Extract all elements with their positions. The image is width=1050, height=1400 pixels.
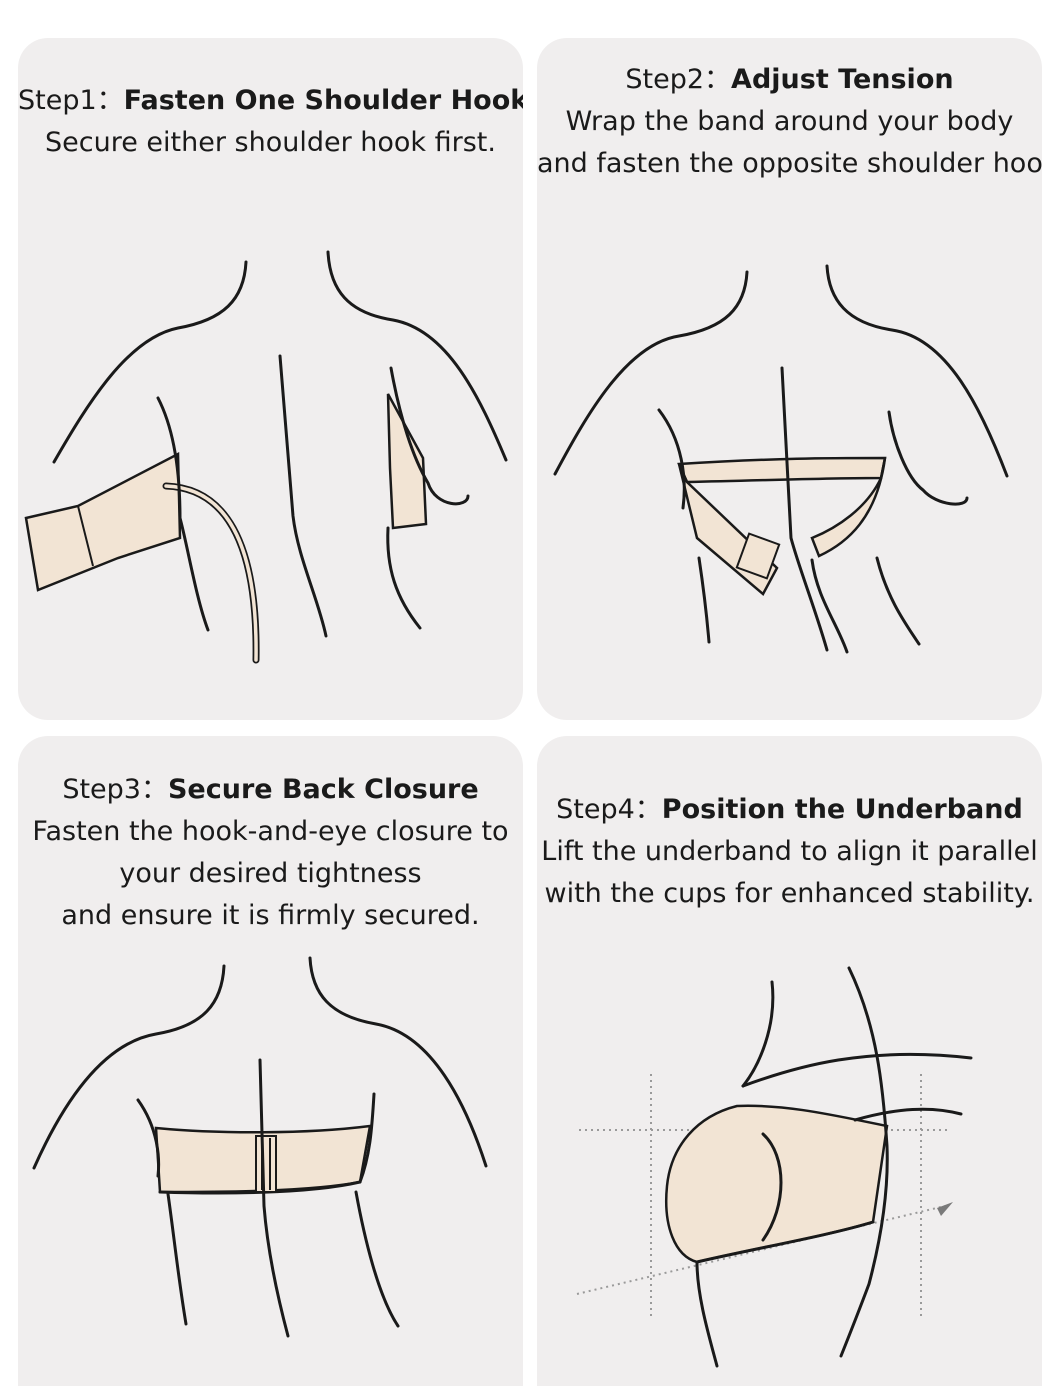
bra-left-wing bbox=[677, 456, 887, 484]
step-2-title: Adjust Tension bbox=[731, 64, 954, 95]
step-3-caption: Step3：Secure Back Closure Fasten the hoo… bbox=[18, 769, 523, 937]
step-3-text-line-3: and ensure it is firmly secured. bbox=[61, 900, 480, 931]
step-4-caption: Step4：Position the Underband Lift the un… bbox=[537, 789, 1042, 915]
step-4-title: Position the Underband bbox=[661, 794, 1023, 825]
step-4-panel: Step4：Position the Underband Lift the un… bbox=[537, 736, 1042, 1386]
step-3-text-line-1: Fasten the hook-and-eye closure to bbox=[32, 816, 509, 847]
bra-cup bbox=[665, 1104, 889, 1264]
step-4-label: Step4： bbox=[556, 794, 662, 825]
bra-right-flap bbox=[386, 393, 428, 530]
step-1-caption: Step1：Fasten One Shoulder Hook Secure ei… bbox=[18, 80, 523, 164]
step-4-text-line-2: with the cups for enhanced stability. bbox=[544, 878, 1035, 909]
step-4-side-illustration bbox=[576, 966, 973, 1368]
hook-and-eye-closure bbox=[255, 1135, 277, 1193]
bra-left-cup bbox=[24, 451, 182, 592]
step-3-back-illustration bbox=[32, 956, 488, 1338]
step-1-label: Step1： bbox=[18, 85, 124, 116]
step-3-text-line-2: your desired tightness bbox=[119, 858, 422, 889]
step-2-label: Step2： bbox=[625, 64, 732, 95]
step-1-panel: Step1：Fasten One Shoulder Hook Secure ei… bbox=[18, 38, 523, 720]
step-3-label: Step3： bbox=[62, 774, 168, 805]
step-2-panel: Step2：Adjust Tension Wrap the band aroun… bbox=[537, 38, 1042, 720]
arrow-head-icon bbox=[937, 1202, 953, 1216]
bra-right-band bbox=[810, 457, 887, 558]
step-1-title: Fasten One Shoulder Hook bbox=[123, 85, 523, 116]
step-1-text-line-1: Secure either shoulder hook first. bbox=[45, 127, 496, 158]
step-2-back-illustration bbox=[553, 264, 1009, 654]
step-1-back-illustration bbox=[24, 250, 508, 664]
step-2-text-line-1: Wrap the band around your body bbox=[565, 106, 1014, 137]
hook-eye-patch bbox=[735, 532, 781, 580]
step-3-title: Secure Back Closure bbox=[167, 774, 479, 805]
step-2-caption: Step2：Adjust Tension Wrap the band aroun… bbox=[537, 59, 1042, 185]
step-4-text-line-1: Lift the underband to align it parallel bbox=[541, 836, 1038, 867]
step-3-panel: Step3：Secure Back Closure Fasten the hoo… bbox=[18, 736, 523, 1386]
step-2-text-line-2: and fasten the opposite shoulder hook. bbox=[537, 148, 1042, 179]
